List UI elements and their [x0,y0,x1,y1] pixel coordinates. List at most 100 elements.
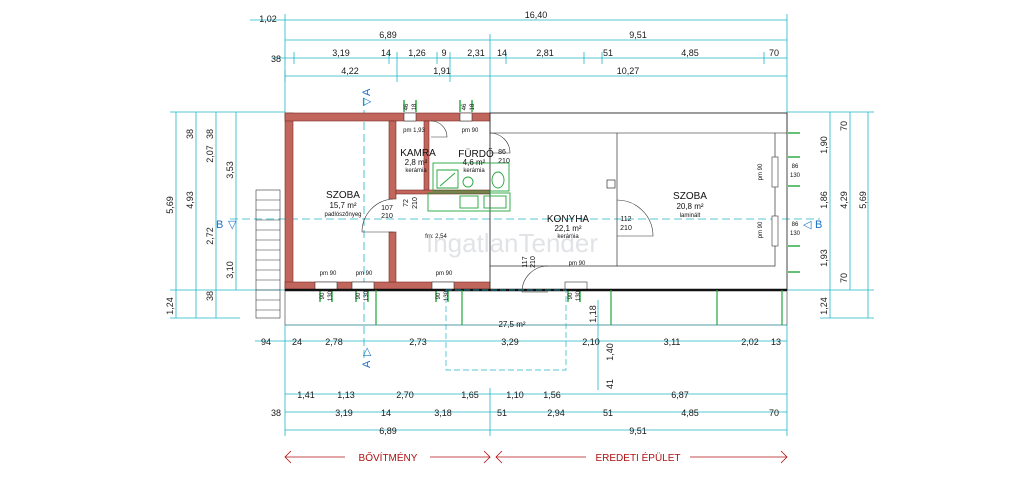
right-dimension-chains [787,111,874,319]
terrace-posts [375,290,783,325]
window-size: 90 [436,292,442,299]
dim-bottom-r1: 2,10 [582,337,600,347]
section-mark-a-top: A [361,88,373,96]
window-size: 130 [328,290,334,301]
section-mark-b-right: B [815,219,822,231]
wall-szoba-inner [388,231,397,283]
room-area-szoba-2: 20,8 m² [676,202,703,211]
door-label-h: 210 [530,256,537,268]
room-area-szoba-1: 15,7 m² [329,201,356,210]
dim-right-1: 1,90 [819,136,829,154]
dim-right-4: 1,86 [819,191,829,209]
door-label-w: 112 [620,216,631,223]
dim-top-r3-7: 2,81 [536,48,554,58]
wall-szoba-right [616,133,776,267]
arrow-right-icon [780,450,788,464]
arrow-right-icon [483,450,491,464]
window-size: 130 [444,290,450,301]
dim-bottom-r1: 3,11 [664,337,681,347]
door-furdo [489,132,511,154]
window-size: 86 [792,222,799,228]
dim-right-5: 1,93 [819,249,829,267]
window-label: pm 90 [569,261,586,267]
room-floor-szoba-2: laminált [680,213,701,219]
window-size: 130 [790,173,801,179]
top-dim-texts: 1,02 16,40 6,89 9,51 38 3,19 14 1,26 9 2… [259,10,779,76]
room-floor-kamra: kerámia [405,168,427,174]
dim-left-3: 4,93 [185,191,195,209]
dim-top-r3-1: 3,19 [332,48,350,58]
window-marks [319,100,800,302]
dim-top-r3-2: 14 [381,48,391,58]
section-marks: B ▽ B ◁ A ▽ A ▷ [216,88,822,368]
wall-left [284,112,294,291]
dim-top-r4-1: 1,91 [433,66,451,76]
dim-bottom-r3: 51 [497,408,507,418]
room-area-kamra: 2,8 m² [405,158,428,167]
toilet-icon [491,171,505,189]
dim-bottom-r4: 6,89 [379,426,397,436]
dim-left-6: 2,72 [205,227,215,245]
dim-bottom-r2: 2,70 [396,390,414,400]
window-size: 46 [462,103,468,110]
section-arrow-icon: ▽ [228,219,237,231]
dim-bottom-r2: 1,10 [506,390,524,400]
bottom-dim-texts: 94 24 2,78 2,73 3,29 2,10 3,11 2,02 13 1… [261,305,781,436]
window-furdo [459,112,473,122]
window-size: 130 [364,290,370,301]
right-dim-texts: 70 1,90 4,29 5,69 1,86 1,93 70 1,24 [819,121,868,315]
dim-left-2: 38 [205,129,215,139]
washbasin-icon [462,176,474,188]
dim-bottom-r3: 38 [271,408,281,418]
dim-left-8: 38 [205,291,215,301]
dim-top-r2-1: 9,51 [629,30,647,40]
door-labels: 107 210 72 210 86 210 112 210 117 210 [381,149,632,268]
window-size: 130 [576,290,582,301]
dim-left-5: 3,53 [225,161,235,179]
dim-bottom-r4: 9,51 [629,426,647,436]
wall-top-original [489,112,788,134]
top-dimension-chains [250,14,788,118]
building-part-labels [284,450,788,464]
bath-fixtures [432,162,510,192]
dim-bottom-r1: 94 [261,337,271,347]
dim-top-r3-9: 4,85 [681,48,699,58]
kitchen-counter [427,192,511,212]
dim-top-r4-2: 10,27 [617,66,640,76]
label-extension: BŐVÍTMÉNY [359,450,418,464]
dim-bottom-r3: 4,85 [681,408,699,418]
dim-bottom-r1: 2,78 [325,337,343,347]
room-name-szoba-2: SZOBA [673,191,707,202]
window-size: 46 [404,103,410,110]
door-kamra [430,120,448,138]
dim-right-2: 4,29 [839,191,849,209]
wall-top-extension [284,112,491,122]
window-label: pm 90 [462,128,479,134]
window-size: 18 [412,103,418,110]
room-name-konyha: KONYHA [547,214,590,225]
door-label-w: 86 [498,149,506,156]
dim-top-r3-8: 51 [603,48,613,58]
floor-level: fm: 2,54 [425,234,447,240]
window-label: pm 1,93 [403,128,425,134]
wall-kamra [388,120,397,200]
dim-bottom-r1: 13 [771,337,781,347]
window-labels: pm 1,93 pm 90 pm 90 pm 90 pm 90 pm 90 pm… [320,103,801,301]
dim-top-r3-4: 9 [441,48,446,58]
window-right-1 [771,156,779,188]
room-name-kamra: KAMRA [400,148,436,159]
dim-bottom-r3: 14 [381,408,391,418]
room-area-furdo: 4,6 m² [463,158,486,167]
door-szoba-right [616,199,654,237]
windows [314,112,779,291]
section-arrow-icon: ▷ [361,347,373,356]
window-size: 130 [790,231,801,237]
dim-bottom-r2: 1,56 [543,390,561,400]
fixtures [427,162,511,212]
dim-misc: 1,18 [588,305,598,323]
section-mark-b-left: B [216,219,223,231]
dim-bottom-r1: 3,29 [501,337,519,347]
label-original-building: EREDETI ÉPÜLET [595,451,680,464]
dim-top-r3-5: 2,31 [467,48,485,58]
dim-left-0: 38 [185,129,195,139]
